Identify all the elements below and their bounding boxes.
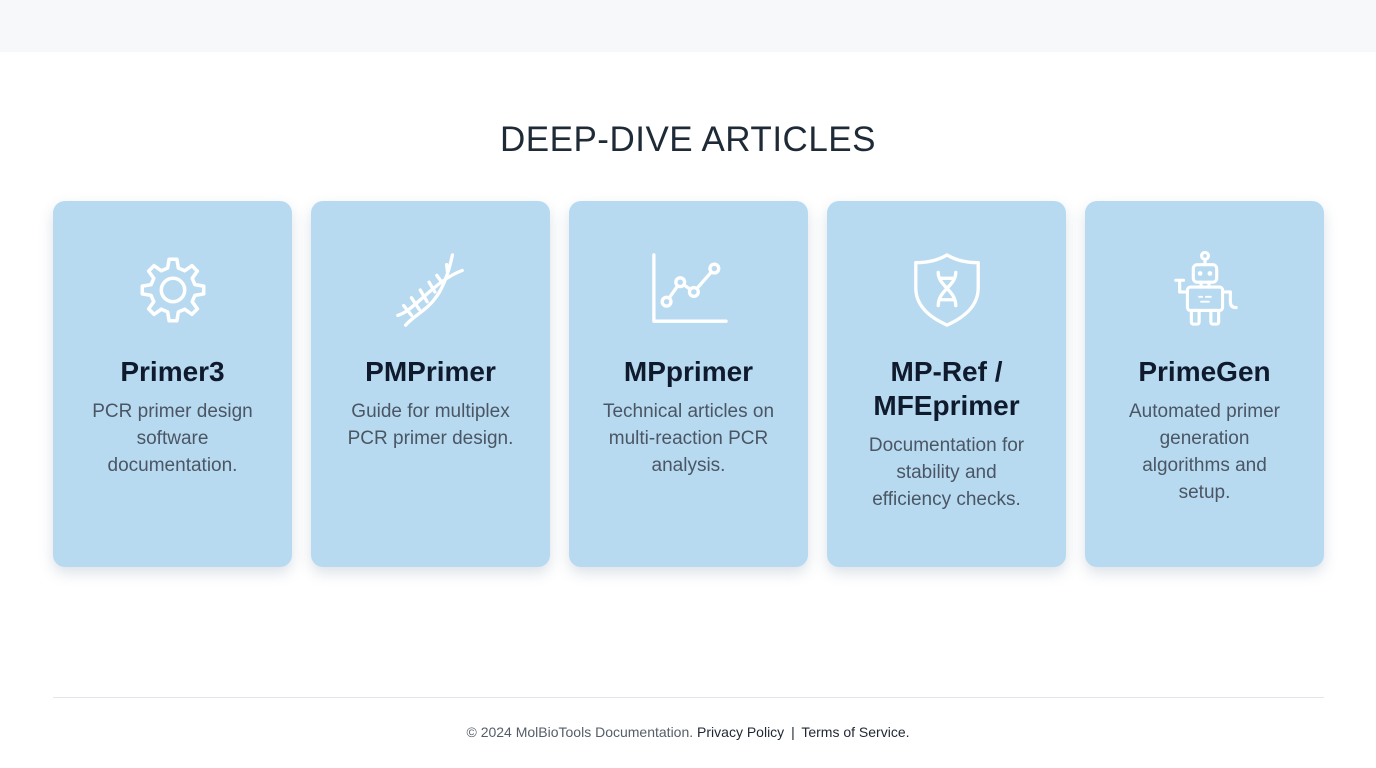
privacy-policy-link[interactable]: Privacy Policy	[697, 724, 785, 740]
article-card-primegen[interactable]: PrimeGen Automated primer generation alg…	[1085, 201, 1324, 567]
shield-dna-icon	[908, 251, 986, 329]
gear-icon	[134, 251, 212, 329]
footer-separator: |	[791, 724, 795, 740]
card-title: MP-Ref / MFEprimer	[873, 356, 1020, 421]
article-cards: Primer3 PCR primer design software docum…	[53, 201, 1324, 567]
footer-copyright: © 2024 MolBioTools Documentation.	[466, 724, 694, 740]
card-description: Automated primer generation algorithms a…	[1128, 401, 1280, 503]
footer: © 2024 MolBioTools Documentation. Privac…	[0, 724, 1376, 740]
robot-icon	[1166, 251, 1244, 329]
article-card-mpprimer[interactable]: MPprimer Technical articles on multi-rea…	[569, 201, 808, 567]
card-title: PMPrimer	[365, 356, 496, 387]
card-description: PCR primer design software documentation…	[92, 401, 253, 476]
card-description: Technical articles on multi-reaction PCR…	[602, 401, 775, 476]
top-bar	[0, 0, 1376, 52]
card-description: Documentation for stability and efficien…	[868, 435, 1025, 510]
article-card-pmprimer[interactable]: PMPrimer Guide for multiplex PCR primer …	[311, 201, 550, 567]
dna-icon	[392, 251, 470, 329]
line-chart-icon	[650, 251, 728, 329]
card-description: Guide for multiplex PCR primer design.	[347, 401, 514, 449]
card-title: MPprimer	[623, 356, 754, 387]
terms-of-service-link[interactable]: Terms of Service.	[801, 724, 910, 740]
section-title: DEEP-DIVE ARTICLES	[500, 120, 876, 159]
card-title: PrimeGen	[1138, 356, 1271, 387]
footer-divider	[53, 697, 1324, 698]
card-title: Primer3	[120, 356, 225, 387]
article-card-primer3[interactable]: Primer3 PCR primer design software docum…	[53, 201, 292, 567]
article-card-mp-ref-mfeprimer[interactable]: MP-Ref / MFEprimer Documentation for sta…	[827, 201, 1066, 567]
